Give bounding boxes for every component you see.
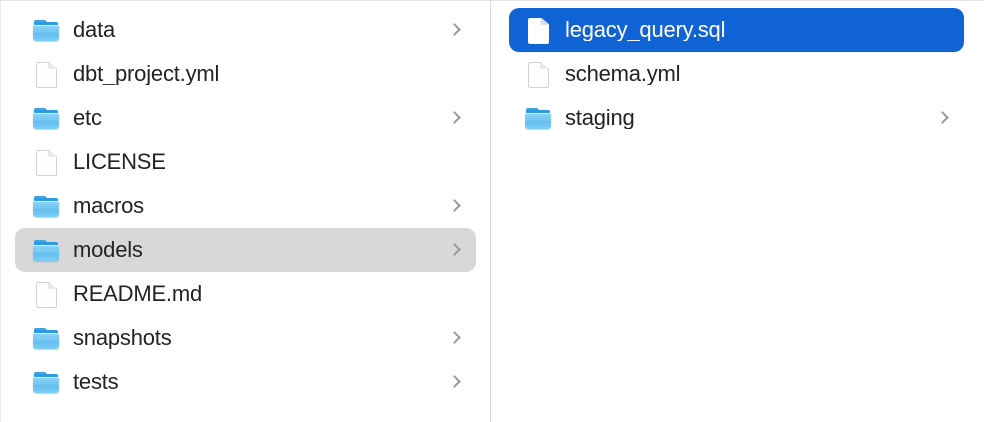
file-name-label: LICENSE [73, 151, 166, 173]
chevron-right-icon [450, 242, 460, 258]
folder-row[interactable]: models [15, 228, 476, 272]
file-row[interactable]: legacy_query.sql [509, 8, 964, 52]
chevron-right-icon [450, 22, 460, 38]
folder-icon [31, 103, 61, 133]
chevron-right-icon [938, 110, 948, 126]
folder-name-label: tests [73, 371, 119, 393]
document-icon [523, 15, 553, 45]
document-icon [31, 147, 61, 177]
folder-name-label: models [73, 239, 143, 261]
chevron-right-icon [450, 286, 460, 302]
file-row[interactable]: README.md [15, 272, 476, 316]
chevron-right-icon [938, 22, 948, 38]
file-name-label: README.md [73, 283, 202, 305]
document-icon [31, 279, 61, 309]
file-name-label: legacy_query.sql [565, 19, 726, 41]
file-list-models: legacy_query.sql schema.yml staging [491, 8, 984, 140]
folder-row[interactable]: macros [15, 184, 476, 228]
folder-name-label: data [73, 19, 116, 41]
folder-icon [31, 235, 61, 265]
folder-name-label: snapshots [73, 327, 172, 349]
file-name-label: dbt_project.yml [73, 63, 220, 85]
folder-row[interactable]: data [15, 8, 476, 52]
chevron-right-icon [450, 330, 460, 346]
chevron-right-icon [450, 66, 460, 82]
folder-row[interactable]: etc [15, 96, 476, 140]
folder-row[interactable]: staging [509, 96, 964, 140]
folder-icon [31, 15, 61, 45]
folder-name-label: macros [73, 195, 144, 217]
file-row[interactable]: dbt_project.yml [15, 52, 476, 96]
folder-row[interactable]: tests [15, 360, 476, 404]
chevron-right-icon [450, 110, 460, 126]
chevron-right-icon [450, 374, 460, 390]
chevron-right-icon [938, 66, 948, 82]
folder-icon [31, 367, 61, 397]
folder-name-label: staging [565, 107, 635, 129]
folder-name-label: etc [73, 107, 102, 129]
file-row[interactable]: schema.yml [509, 52, 964, 96]
folder-icon [31, 191, 61, 221]
folder-row[interactable]: snapshots [15, 316, 476, 360]
folder-icon [31, 323, 61, 353]
chevron-right-icon [450, 154, 460, 170]
file-row[interactable]: LICENSE [15, 140, 476, 184]
file-column-models: legacy_query.sql schema.yml staging [491, 1, 984, 422]
folder-icon [523, 103, 553, 133]
document-icon [523, 59, 553, 89]
file-name-label: schema.yml [565, 63, 681, 85]
document-icon [31, 59, 61, 89]
chevron-right-icon [450, 198, 460, 214]
